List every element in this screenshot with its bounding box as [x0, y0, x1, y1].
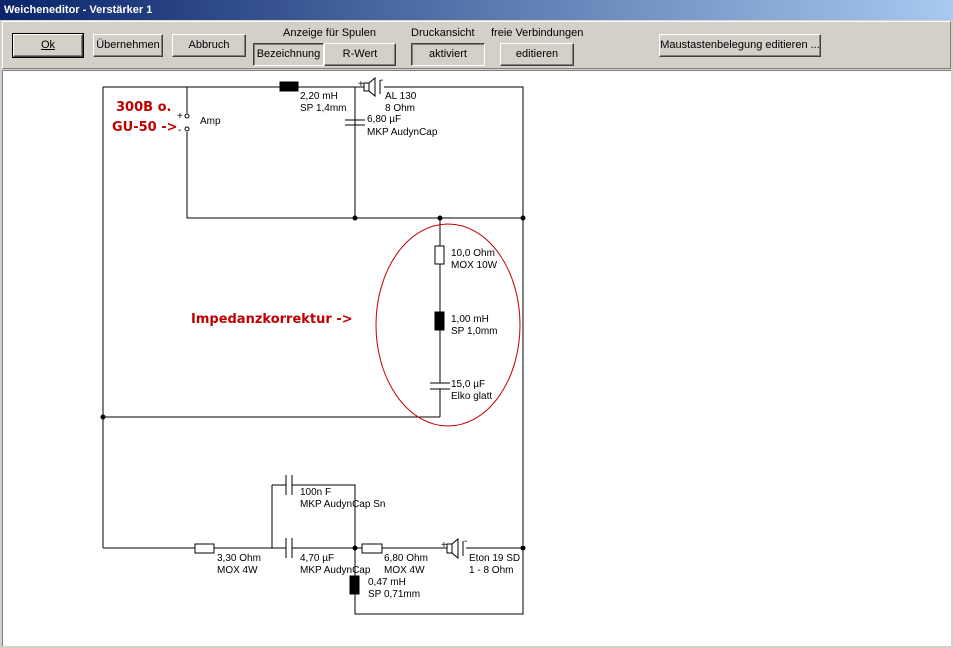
speaker1-plus: + [358, 79, 364, 90]
r-imp-type: MOX 10W [451, 260, 498, 271]
ok-button[interactable]: Ok [12, 33, 84, 58]
junction-dots [100, 215, 526, 551]
toolbar: Ok Übernehmen Abbruch Anzeige für Spulen… [2, 21, 951, 69]
r-imp-value: 10,0 Ohm [451, 248, 495, 259]
coil-display-caption: Anzeige für Spulen [283, 27, 376, 39]
r2-type: MOX 4W [217, 565, 258, 576]
amp-type-line1: 300B o. [116, 100, 171, 115]
c2-value: 4,70 µF [300, 553, 334, 564]
wire-bottom [103, 484, 524, 615]
amp-terminal-plus[interactable] [184, 113, 190, 119]
impedance-note: Impedanzkorrektur -> [191, 312, 353, 327]
spk1-impedance: 8 Ohm [385, 103, 415, 114]
free-connections-edit-button[interactable]: editieren [500, 43, 574, 66]
spk2-minus: - [464, 536, 467, 547]
free-connections-caption: freie Verbindungen [491, 27, 584, 39]
c1-value: 6,80 µF [367, 114, 401, 125]
inductor-l2[interactable] [349, 575, 360, 595]
cancel-button[interactable]: Abbruch [172, 34, 246, 57]
amp-type-line2: GU-50 -> [112, 120, 178, 135]
l2-value: 0,47 mH [368, 577, 406, 588]
print-view-toggle[interactable]: aktiviert [411, 43, 485, 66]
r2-value: 3,30 Ohm [217, 553, 261, 564]
amp-label: Amp [200, 116, 221, 127]
window-title: Weicheneditor - Verstärker 1 [4, 4, 153, 16]
resistor-impedance[interactable] [434, 245, 445, 265]
c-imp-type: Elko glatt [451, 391, 492, 402]
c-imp-value: 15,0 µF [451, 379, 485, 390]
c-small-value: 100n F [300, 487, 331, 498]
wire-amp [186, 87, 523, 219]
r3-type: MOX 4W [384, 565, 425, 576]
speaker1-minus: - [380, 75, 383, 86]
l1-value: 2,20 mH [300, 91, 338, 102]
l1-type: SP 1,4mm [300, 103, 347, 114]
spk2-impedance: 1 - 8 Ohm [469, 565, 513, 576]
amp-minus-sign: - [178, 125, 181, 136]
spk2-plus: + [441, 540, 447, 551]
print-view-caption: Druckansicht [411, 27, 475, 39]
resistor-r3[interactable] [361, 543, 383, 554]
l2-type: SP 0,71mm [368, 589, 420, 600]
c1-type: MKP AudynCap [367, 127, 438, 138]
wire-top [187, 86, 524, 545]
inductor-impedance[interactable] [434, 311, 445, 331]
l-imp-type: SP 1,0mm [451, 326, 498, 337]
inductor-l1[interactable] [279, 81, 299, 92]
amp-terminal-minus[interactable] [184, 126, 190, 132]
crossover-schematic[interactable]: + - + - Amp 300B o. GU-50 -> Impedanzkor… [3, 71, 950, 645]
spk2-name: Eton 19 SD [469, 553, 520, 564]
amp-plus-sign: + [177, 111, 183, 122]
schematic-canvas[interactable]: + - + - Amp 300B o. GU-50 -> Impedanzkor… [2, 70, 951, 646]
speaker-eton-icon[interactable] [446, 537, 464, 560]
impedance-correction-circle [375, 223, 521, 427]
spk1-name: AL 130 [385, 91, 417, 102]
coil-name-toggle[interactable]: Bezeichnung [253, 43, 324, 66]
c2-type: MKP AudynCap [300, 565, 371, 576]
wire-left [102, 86, 441, 548]
mouse-button-assignment-button[interactable]: Maustastenbelegung editieren ... [659, 34, 821, 57]
resistor-r2[interactable] [194, 543, 215, 554]
l-imp-value: 1,00 mH [451, 314, 489, 325]
speaker-al130-icon[interactable] [363, 76, 381, 98]
c-small-type: MKP AudynCap Sn [300, 499, 385, 510]
coil-r-value-toggle[interactable]: R-Wert [324, 43, 396, 66]
apply-button[interactable]: Übernehmen [93, 34, 163, 57]
title-bar[interactable]: Weicheneditor - Verstärker 1 [0, 0, 953, 20]
r3-value: 6,80 Ohm [384, 553, 428, 564]
